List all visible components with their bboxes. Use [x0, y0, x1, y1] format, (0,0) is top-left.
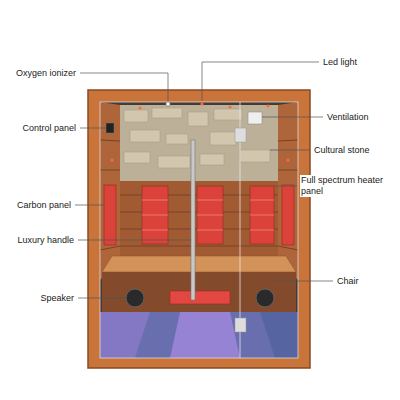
callout-slot: Control panel: [21, 123, 77, 134]
led-dot: [266, 104, 269, 107]
leader-line: [270, 281, 333, 282]
callout-slot: Luxury handle: [16, 235, 75, 246]
leader-line: [202, 62, 319, 101]
hinge: [235, 128, 246, 142]
part-label: Chair: [336, 276, 360, 287]
leader-line: [75, 205, 104, 206]
leader-line: [80, 73, 168, 101]
door-handle: [191, 140, 195, 300]
hinge: [235, 318, 246, 332]
ionizer: [166, 102, 170, 106]
part-label: Luxury handle: [16, 235, 75, 246]
led-dot: [200, 102, 203, 105]
part-label: Speaker: [39, 293, 75, 304]
glass-front: [100, 102, 298, 358]
leader-line: [80, 128, 106, 129]
callout-slot: Led light: [322, 57, 358, 68]
control-panel: [106, 123, 114, 133]
led-dot: [286, 158, 289, 161]
led-dot: [138, 106, 141, 109]
callout-slot: Oxygen ionizer: [15, 68, 77, 79]
leader-line: [274, 186, 297, 187]
leader-line: [78, 240, 191, 241]
part-label: Oxygen ionizer: [15, 68, 77, 79]
part-label: Control panel: [21, 123, 77, 134]
part-label: Full spectrum heater panel: [300, 175, 396, 197]
callout-slot: Chair: [336, 276, 360, 287]
part-label: Carbon panel: [16, 200, 72, 211]
led-dot: [228, 105, 231, 108]
leader-line: [262, 117, 323, 118]
part-label: Cultural stone: [313, 145, 371, 156]
callout-slot: Ventilation: [326, 112, 370, 123]
callout-slot: Full spectrum heater panel: [300, 175, 396, 197]
callout-slot: Speaker: [39, 293, 75, 304]
callout-slot: Cultural stone: [313, 145, 371, 156]
led-lights: [110, 102, 289, 161]
wood-frame: [88, 90, 310, 368]
leader-line: [78, 298, 126, 299]
callout-slot: Carbon panel: [16, 200, 72, 211]
part-label: Led light: [322, 57, 358, 68]
leader-line: [270, 150, 310, 151]
cabin-interior: [100, 102, 298, 358]
leader-lines: [75, 62, 333, 298]
part-label: Ventilation: [326, 112, 370, 123]
led-dot: [110, 158, 113, 161]
